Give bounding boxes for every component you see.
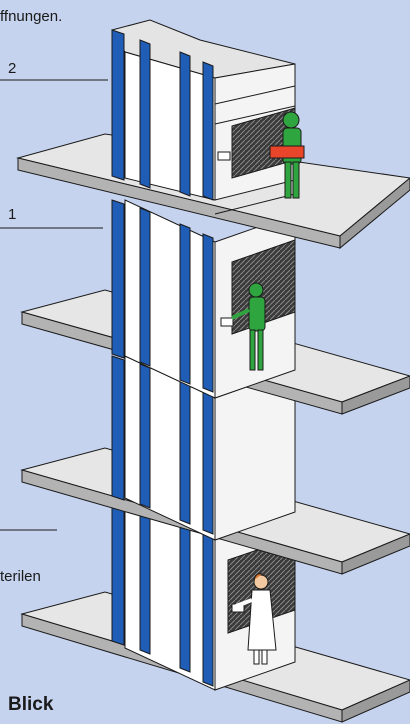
tray-icon	[270, 146, 304, 158]
